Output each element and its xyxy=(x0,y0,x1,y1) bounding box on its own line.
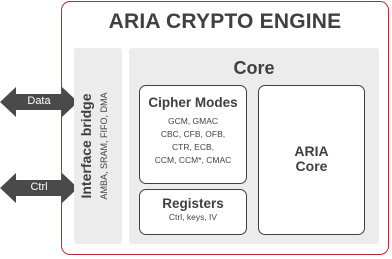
cipher-modes-title: Cipher Modes xyxy=(148,95,238,110)
ctrl-arrow-label: Ctrl xyxy=(30,181,48,193)
data-arrow-icon xyxy=(0,87,78,117)
registers-subtitle: Ctrl, keys, IV xyxy=(168,212,218,222)
cipher-mode-line: CTR, ECB, xyxy=(171,142,215,152)
aria-core-box: ARIA Core xyxy=(258,85,365,235)
data-arrow-label: Data xyxy=(27,95,51,107)
ctrl-arrow-icon xyxy=(0,173,78,203)
core-title: Core xyxy=(233,58,275,78)
registers-title: Registers xyxy=(162,196,224,211)
diagram-title: ARIA CRYPTO ENGINE xyxy=(108,10,342,33)
cipher-modes-list: GCM, GMAC CBC, CFB, OFB, CTR, ECB, CCM, … xyxy=(140,115,246,167)
interface-bridge-subtitle: AMBA, SRAM, FIFO, DMA xyxy=(99,92,109,200)
aria-core-line2: Core xyxy=(295,158,328,174)
interface-bridge-title: Interface bridge xyxy=(78,93,94,199)
aria-core-line1: ARIA xyxy=(294,143,329,159)
interface-bridge-text: Interface bridge AMBA, SRAM, FIFO, DMA xyxy=(78,51,118,241)
cipher-modes-box: Cipher Modes GCM, GMAC CBC, CFB, OFB, CT… xyxy=(139,85,247,184)
aria-core-label: ARIA Core xyxy=(259,144,364,174)
cipher-mode-line: CBC, CFB, OFB, xyxy=(160,129,226,139)
cipher-mode-line: GCM, GMAC xyxy=(167,116,219,126)
interface-bridge-panel xyxy=(74,48,122,244)
registers-box: Registers Ctrl, keys, IV xyxy=(139,189,247,235)
cipher-mode-line: CCM, CCM*, CMAC xyxy=(154,155,232,165)
